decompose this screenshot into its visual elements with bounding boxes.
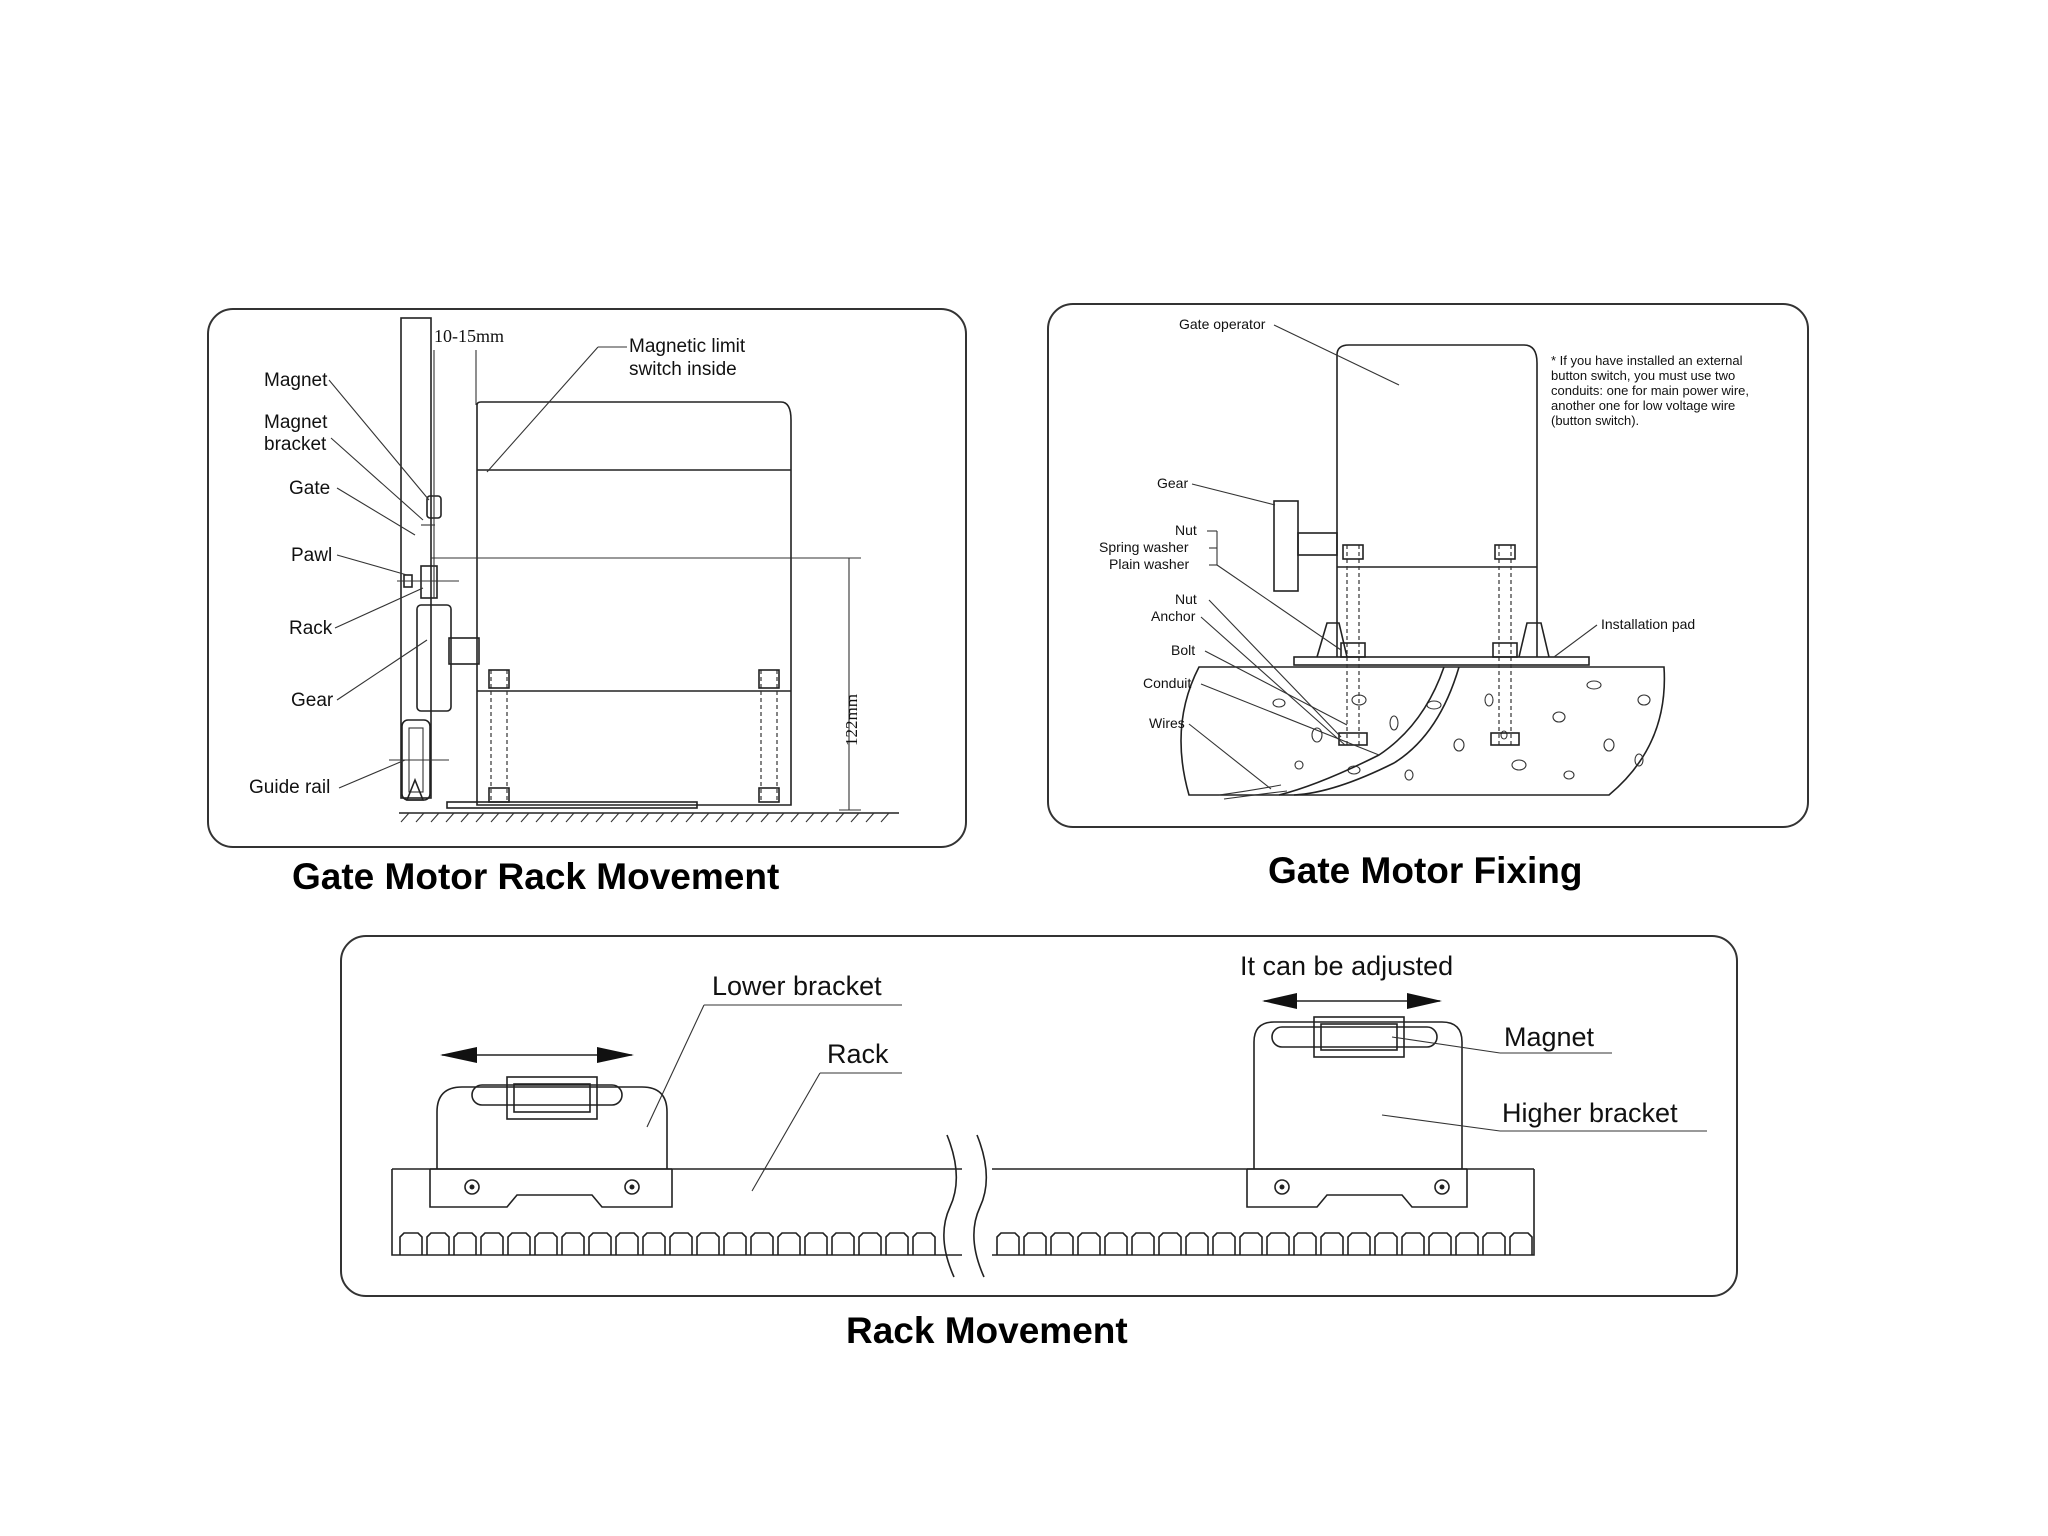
adjustable-label: It can be adjusted	[1240, 951, 1453, 981]
installation-pad	[1293, 656, 1590, 666]
break-line-1	[943, 1134, 958, 1278]
motor-housing	[476, 401, 792, 806]
gate-label: Gate	[289, 478, 330, 499]
higher-bracket-label: Higher bracket	[1502, 1098, 1678, 1128]
wires-label: Wires	[1149, 715, 1185, 731]
spring-washer-label: Spring washer	[1099, 539, 1189, 555]
pawl-label: Pawl	[291, 545, 332, 566]
conduit-label: Conduit	[1143, 675, 1191, 691]
magnet-label: Magnet	[1504, 1022, 1595, 1052]
higher-magnet-holder	[1313, 1016, 1405, 1058]
gate-shape	[400, 317, 432, 799]
lower-bracket-upper	[436, 1086, 668, 1169]
motor-fixing-panel: Gate operator * If you have installed an…	[1047, 303, 1809, 828]
wires-shape	[1218, 784, 1282, 796]
note-line-2: button switch, you must use two	[1551, 368, 1735, 383]
motor-fixing-drawing: Gate operator * If you have installed an…	[1099, 316, 1749, 800]
gate-operator-housing	[1336, 344, 1538, 657]
rack-movement-panel: It can be adjusted Lower bracket Rack Ma…	[340, 935, 1738, 1297]
dimension-height-label: 122mm	[842, 694, 861, 746]
rack-tooth-group	[996, 1232, 1533, 1255]
gear-label: Gear	[291, 690, 334, 711]
gear-shape	[1273, 500, 1299, 592]
magnetic-limit-label: Magnetic limit	[629, 336, 746, 357]
higher-bracket-base	[1246, 1169, 1468, 1208]
anchor-bolts	[1338, 544, 1520, 746]
lower-bracket-label: Lower bracket	[712, 971, 882, 1001]
rack-shape	[420, 565, 438, 599]
magnet-bracket-label-2: bracket	[264, 434, 327, 455]
rack-movement-motor-panel: 122mm 10-15mm Magnetic limit switch insi…	[207, 308, 967, 848]
ground-hatch	[400, 812, 890, 823]
rack-label: Rack	[289, 618, 333, 639]
installation-pad-label: Installation pad	[1601, 616, 1695, 632]
lower-magnet-holder	[506, 1076, 598, 1120]
plain-washer-label: Plain washer	[1109, 556, 1189, 572]
gear-shaft	[448, 637, 480, 665]
rack-movement-caption: Rack Movement	[846, 1310, 1128, 1351]
bolt-label: Bolt	[1171, 642, 1195, 658]
dimension-gap-label: 10-15mm	[434, 326, 504, 346]
concrete-pebbles	[1272, 680, 1651, 781]
rack-teeth	[399, 1232, 1533, 1255]
gear-shape	[416, 604, 452, 712]
magnet-label: Magnet	[264, 370, 328, 391]
rack-tooth-group	[399, 1232, 936, 1255]
lower-bracket-base	[429, 1169, 673, 1208]
break-line-2	[973, 1134, 988, 1278]
rack-shape-right	[992, 1169, 1535, 1256]
note-line-5: (button switch).	[1551, 413, 1639, 428]
gear-label: Gear	[1157, 475, 1188, 491]
note-line-1: * If you have installed an external	[1551, 353, 1743, 368]
rack-label: Rack	[827, 1039, 889, 1069]
rack-movement-motor-drawing: 122mm 10-15mm Magnetic limit switch insi…	[249, 317, 899, 823]
rack-movement-drawing: It can be adjusted Lower bracket Rack Ma…	[391, 951, 1707, 1278]
anchor-label: Anchor	[1151, 608, 1196, 624]
anchor-bolts	[488, 669, 780, 803]
rack-movement-motor-caption: Gate Motor Rack Movement	[292, 856, 780, 897]
concrete-base	[1180, 666, 1666, 796]
guide-rail-label: Guide rail	[249, 777, 330, 798]
nut-label: Nut	[1175, 522, 1197, 538]
rack-shape-left	[391, 1169, 962, 1256]
switch-inside-label: switch inside	[629, 359, 737, 380]
higher-bracket-upper	[1253, 1021, 1463, 1169]
nut-2-label: Nut	[1175, 591, 1197, 607]
conduit-shape	[1278, 666, 1445, 796]
gate-operator-label: Gate operator	[1179, 316, 1266, 332]
magnet-bracket-label-1: Magnet	[264, 412, 328, 433]
note-line-3: conduits: one for main power wire,	[1551, 383, 1749, 398]
note-line-4: another one for low voltage wire	[1551, 398, 1735, 413]
motor-fixing-caption: Gate Motor Fixing	[1268, 850, 1583, 891]
